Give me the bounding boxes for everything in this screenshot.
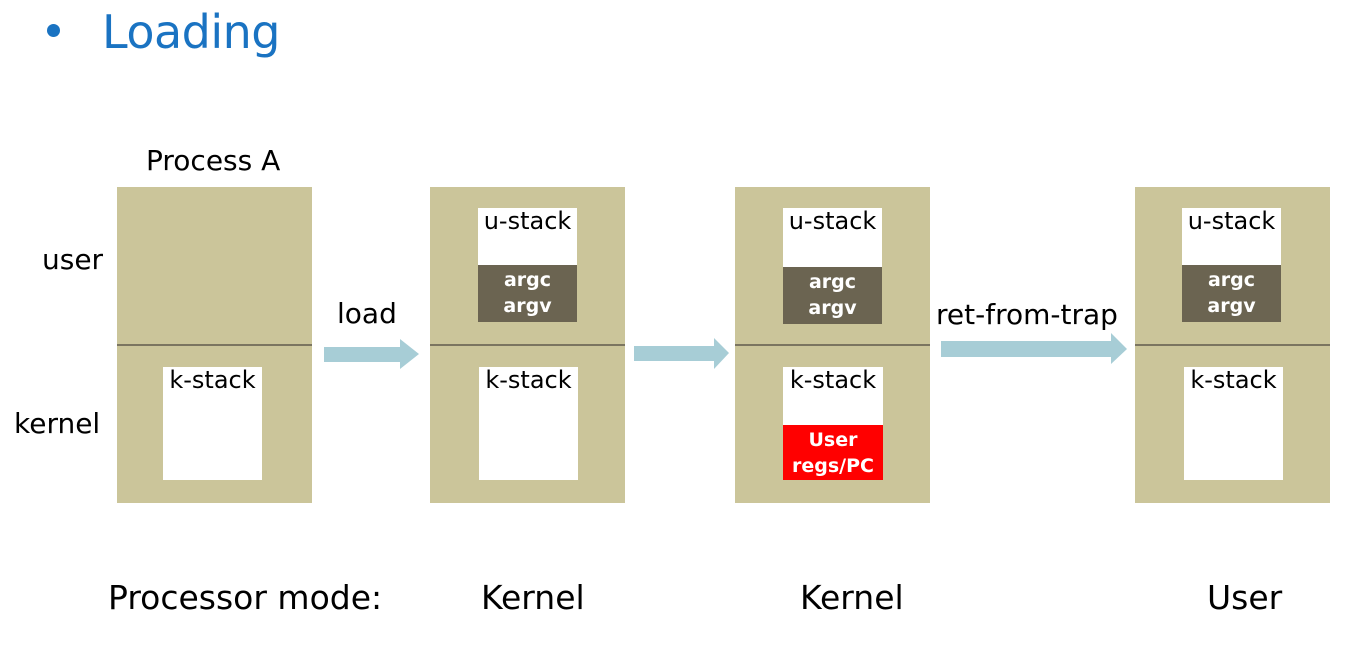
memory-panel-4: u-stack argc argv k-stack <box>1135 187 1330 503</box>
row-label-user: user <box>42 243 104 276</box>
args-box: argc argv <box>783 267 882 324</box>
arrow-shape <box>634 338 729 369</box>
k-stack-box: k-stack <box>1184 367 1283 480</box>
user-regs-line1: User <box>808 429 858 451</box>
processor-mode-value-3: User <box>1207 578 1283 617</box>
load-label: load <box>337 297 397 330</box>
u-stack-box: u-stack <box>1182 208 1281 265</box>
argc-label: argc <box>503 269 552 291</box>
u-stack-label: u-stack <box>1187 207 1276 235</box>
memory-panel-3: u-stack argc argv k-stack User regs/PC <box>735 187 930 503</box>
u-stack-label: u-stack <box>483 207 572 235</box>
ret-from-trap-label: ret-from-trap <box>936 298 1118 331</box>
arrow-right-icon <box>634 338 729 369</box>
argc-label: argc <box>808 271 857 293</box>
arrow-shape <box>941 333 1127 364</box>
processor-mode-label: Processor mode: <box>108 578 383 617</box>
k-stack-label: k-stack <box>169 366 256 394</box>
user-regs-line2: regs/PC <box>792 455 874 477</box>
u-stack-label: u-stack <box>788 207 877 235</box>
u-stack-box: u-stack <box>478 208 577 265</box>
u-stack-box: u-stack <box>783 208 882 267</box>
user-kernel-divider <box>1135 344 1330 346</box>
argv-label: argv <box>808 297 857 319</box>
argv-label: argv <box>1207 295 1256 317</box>
arrow-right-icon <box>941 333 1127 364</box>
bullet-icon <box>47 24 60 37</box>
args-box: argc argv <box>478 265 577 322</box>
process-a-title: Process A <box>146 144 281 177</box>
k-stack-box: k-stack <box>479 367 578 480</box>
processor-mode-value-1: Kernel <box>481 578 585 617</box>
memory-panel-1: k-stack <box>117 187 312 503</box>
args-box: argc argv <box>1182 265 1281 322</box>
arrow-right-icon <box>324 339 419 369</box>
k-stack-box: k-stack <box>783 367 883 425</box>
argc-label: argc <box>1207 269 1256 291</box>
user-kernel-divider <box>735 344 930 346</box>
memory-panel-2: u-stack argc argv k-stack <box>430 187 625 503</box>
k-stack-box: k-stack <box>163 367 262 480</box>
k-stack-label: k-stack <box>789 366 877 394</box>
k-stack-label: k-stack <box>485 366 572 394</box>
user-kernel-divider <box>117 344 312 346</box>
user-kernel-divider <box>430 344 625 346</box>
k-stack-label: k-stack <box>1190 366 1277 394</box>
arrow-shape <box>324 339 419 369</box>
slide-title: Loading <box>102 5 280 59</box>
row-label-kernel: kernel <box>14 407 101 440</box>
argv-label: argv <box>503 295 552 317</box>
processor-mode-value-2: Kernel <box>800 578 904 617</box>
user-regs-box: User regs/PC <box>783 425 883 480</box>
